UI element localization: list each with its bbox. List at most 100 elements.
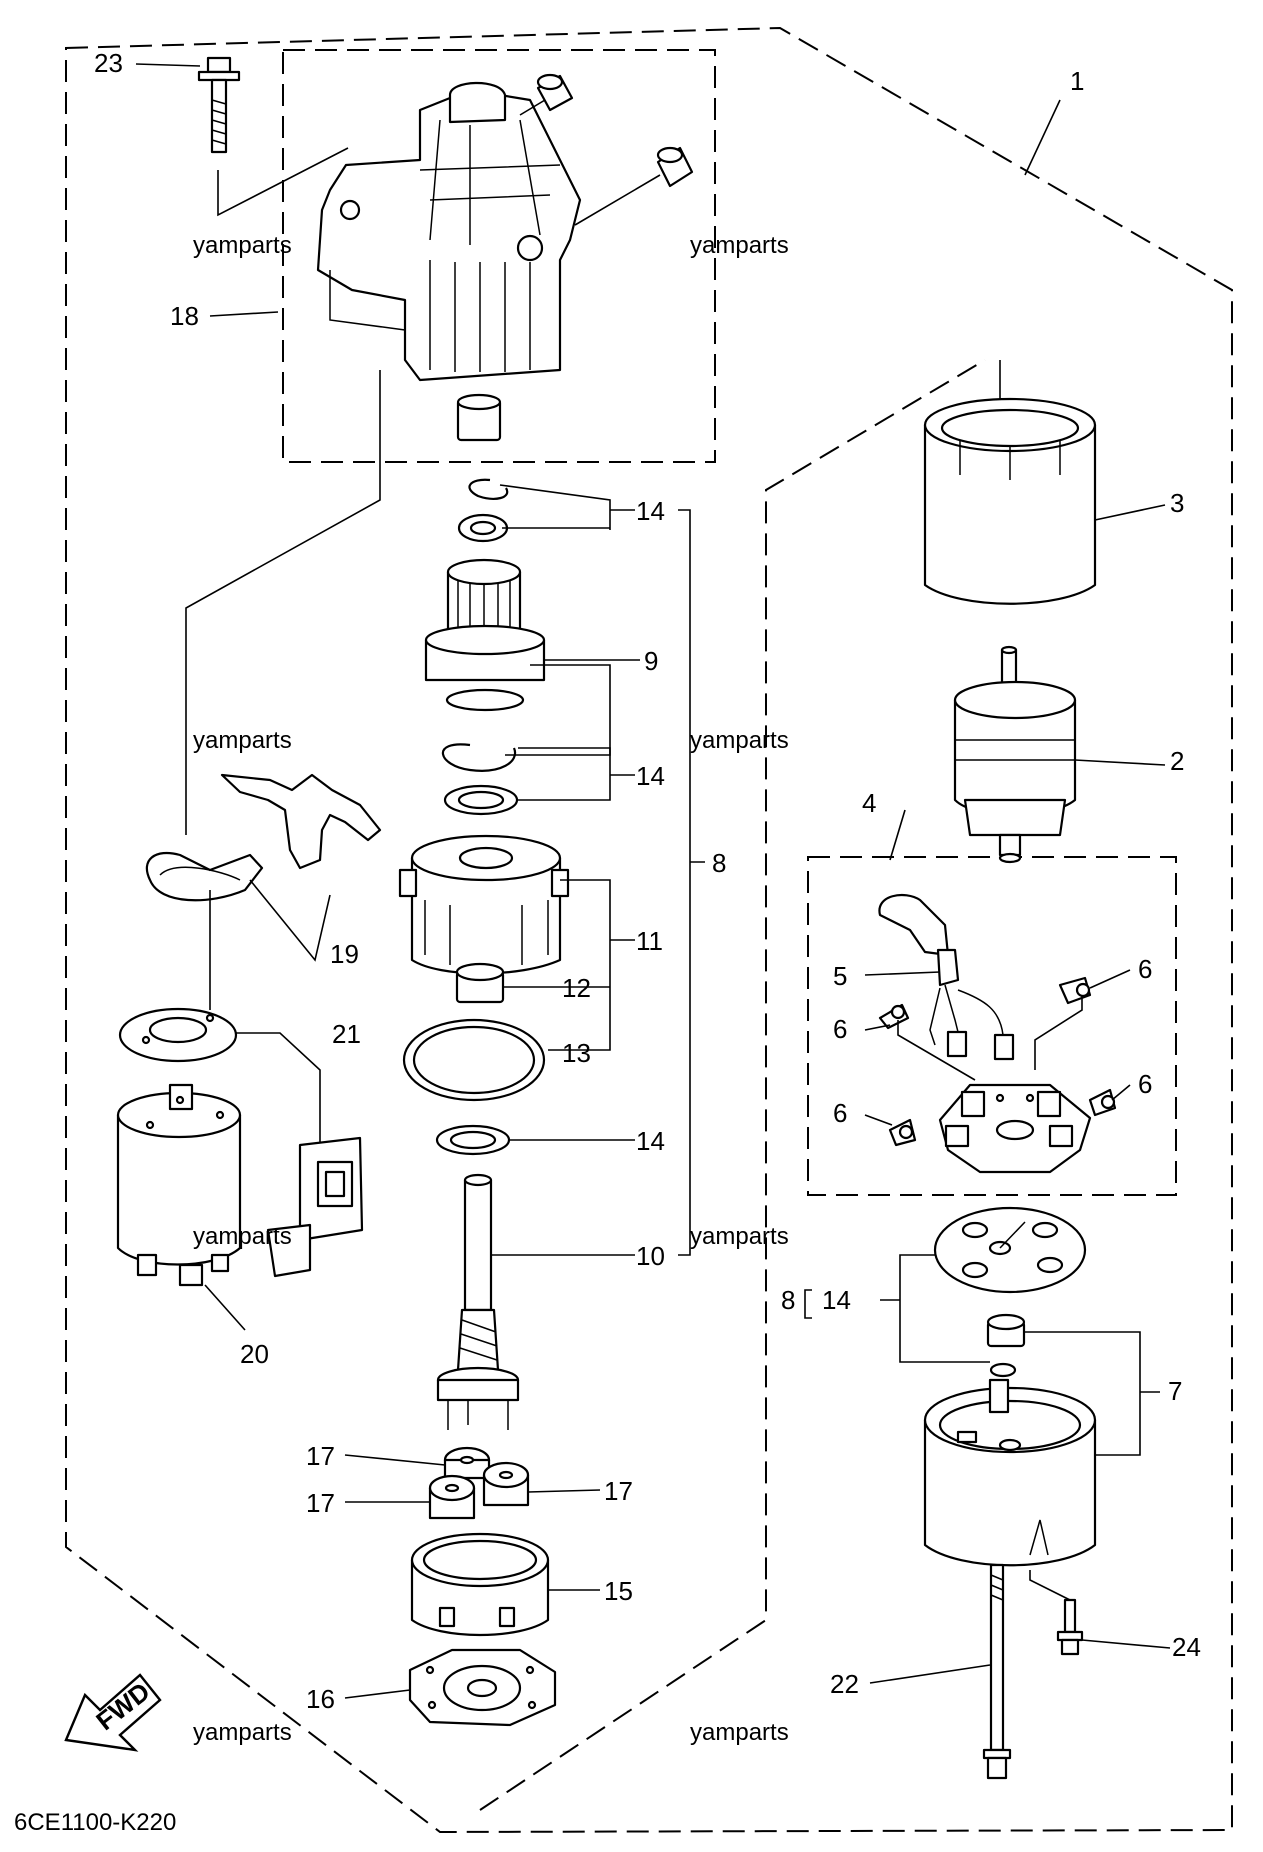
diagram-code: 6CE1100-K220 xyxy=(14,1809,176,1836)
callout-17b: 17 xyxy=(306,1488,335,1518)
bracket-14-top xyxy=(499,484,635,530)
callout-5: 5 xyxy=(833,961,847,991)
callout-15: 15 xyxy=(604,1576,633,1606)
bushing-small-b xyxy=(656,146,694,188)
bracket-8-14 xyxy=(880,1254,990,1363)
gasket-21 xyxy=(266,1136,364,1278)
callout-13: 13 xyxy=(562,1038,591,1068)
leaders-6-to-holder xyxy=(897,995,1083,1081)
leader-3 xyxy=(1094,504,1166,521)
bracket-9 xyxy=(505,664,611,756)
leader-21 xyxy=(236,1032,321,1145)
watermark-6: yamparts xyxy=(690,1223,789,1250)
bracket-14-mid xyxy=(518,747,635,801)
washer-14-top xyxy=(457,513,509,543)
shaft-10 xyxy=(436,1173,520,1430)
armature-subgroup-boundary xyxy=(479,359,986,1811)
o-ring-13 xyxy=(402,1018,546,1102)
leader-23 xyxy=(135,63,201,67)
bracket-8 xyxy=(678,509,705,1256)
shift-lever-19 xyxy=(145,773,382,902)
seal-14-small xyxy=(989,1362,1017,1378)
yoke-3 xyxy=(923,397,1097,605)
leader-bushing-b xyxy=(574,174,661,226)
callout-6a: 6 xyxy=(1138,954,1152,984)
callout-16: 16 xyxy=(306,1684,335,1714)
bushing-12 xyxy=(455,962,505,1004)
callout-11: 11 xyxy=(636,926,663,956)
leader-18-to-fork xyxy=(185,370,381,835)
spring-6-d xyxy=(888,1118,917,1147)
brush-holder-4 xyxy=(938,1083,1092,1174)
leader-5 xyxy=(864,971,941,976)
callout-14d: 14 xyxy=(822,1285,851,1315)
end-plate-16 xyxy=(408,1648,557,1727)
assembly-boundary xyxy=(65,26,1233,1834)
leader-16 xyxy=(344,1689,411,1699)
callout-9: 9 xyxy=(644,646,658,676)
leader-17-right xyxy=(527,1489,601,1493)
callout-23: 23 xyxy=(94,48,123,78)
callout-6c: 6 xyxy=(1138,1069,1152,1099)
leader-1 xyxy=(1024,99,1061,176)
callout-8b: 8 xyxy=(781,1285,795,1315)
gear-housing-11 xyxy=(398,834,570,975)
relay-housing-18 xyxy=(316,81,582,382)
callout-17c: 17 xyxy=(604,1476,633,1506)
planet-gear-17-left xyxy=(428,1474,476,1520)
leader-22 xyxy=(869,1664,991,1684)
callout-19: 19 xyxy=(330,939,359,969)
solenoid-switch-20 xyxy=(116,1083,242,1287)
through-bolt-22 xyxy=(982,1563,1012,1780)
planet-gear-17-top xyxy=(443,1446,491,1480)
pinion-9 xyxy=(424,558,546,712)
callout-4: 4 xyxy=(862,788,876,818)
callout-3: 3 xyxy=(1170,488,1184,518)
watermark-4: yamparts xyxy=(690,727,789,754)
bracket-8b xyxy=(804,1289,812,1319)
callout-20: 20 xyxy=(240,1339,269,1369)
callout-6d: 6 xyxy=(833,1098,847,1128)
ring-gear-15 xyxy=(410,1532,550,1637)
callout-6b: 6 xyxy=(833,1014,847,1044)
plate-21 xyxy=(118,1007,238,1063)
relay-cover-subgroup-box xyxy=(282,49,716,463)
bushing-7 xyxy=(986,1313,1026,1348)
watermark-7: yamparts xyxy=(193,1719,292,1746)
leader-17-top xyxy=(344,1454,446,1466)
callout-8: 8 xyxy=(712,848,726,878)
armature-2 xyxy=(953,645,1077,864)
end-cover-7 xyxy=(923,1378,1097,1567)
leader-bushing-a xyxy=(519,99,546,116)
fwd-arrow-icon xyxy=(64,1673,162,1752)
leader-23-to-cover xyxy=(217,147,349,217)
callout-18: 18 xyxy=(170,301,199,331)
watermark-2: yamparts xyxy=(690,232,789,259)
callout-2: 2 xyxy=(1170,746,1184,776)
brush-plate-14 xyxy=(933,1206,1087,1294)
callout-21: 21 xyxy=(332,1019,361,1049)
leaders-6 xyxy=(864,969,1131,1126)
spring-6-a xyxy=(1058,976,1092,1005)
brush-5 xyxy=(878,893,1015,1061)
bolt-23 xyxy=(197,56,241,154)
spring-6-b xyxy=(878,1003,910,1030)
callout-14b: 14 xyxy=(636,761,665,791)
callout-12: 12 xyxy=(562,973,591,1003)
leader-2 xyxy=(1074,759,1166,766)
leader-19 xyxy=(249,879,331,962)
callout-24: 24 xyxy=(1172,1632,1201,1662)
callout-1: 1 xyxy=(1070,66,1084,96)
washer-14-lower xyxy=(435,1124,511,1156)
bushing-18-lower xyxy=(456,393,502,442)
bracket-7 xyxy=(1024,1331,1160,1456)
leader-18 xyxy=(209,311,279,317)
leader-24 xyxy=(1029,1570,1171,1649)
watermark-8: yamparts xyxy=(690,1719,789,1746)
leader-4 xyxy=(889,809,906,861)
planet-gear-17-right xyxy=(482,1461,530,1507)
callout-14c: 14 xyxy=(636,1126,665,1156)
bracket-11 xyxy=(548,879,635,1051)
